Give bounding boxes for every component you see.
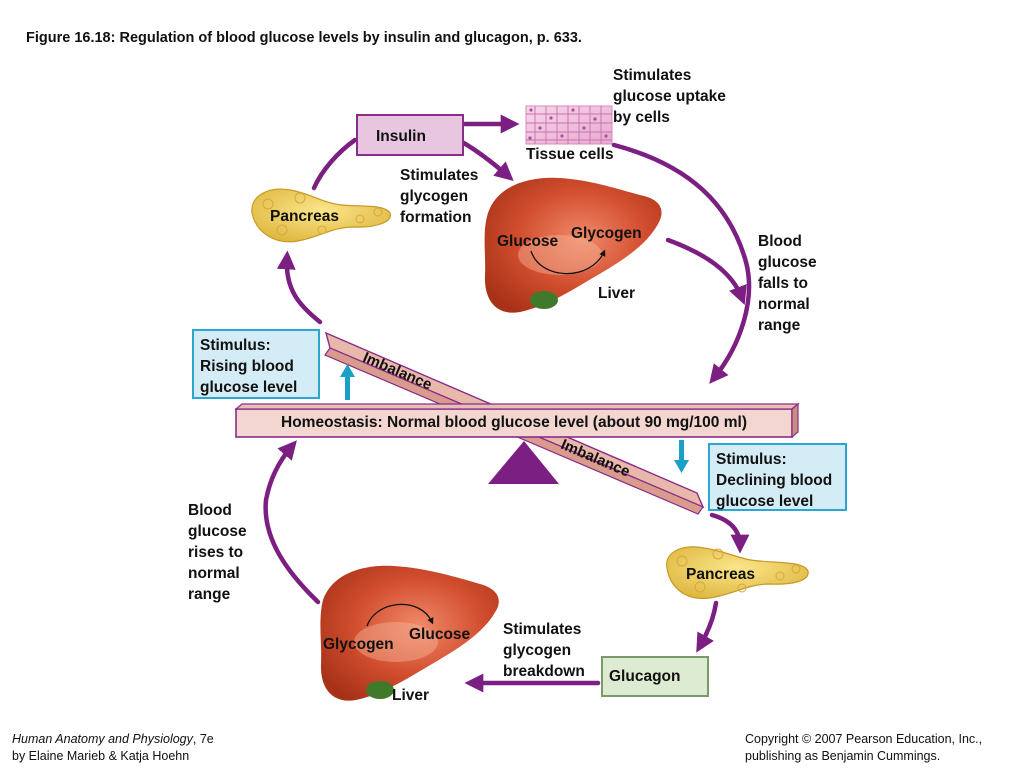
footer-copyright: Copyright © 2007 Pearson Education, Inc.… xyxy=(745,731,982,765)
top-pancreas-illustration xyxy=(251,188,391,243)
uptake-line-2: glucose uptake xyxy=(613,88,726,105)
figure-title: Figure 16.18: Regulation of blood glucos… xyxy=(26,30,582,46)
glucose-rises-label: Blood glucose rises to normal range xyxy=(188,500,247,605)
formation-line-1: Stimulates xyxy=(400,167,479,184)
stimulus-declining-line-1: Stimulus: xyxy=(716,451,787,468)
rises-line-4: normal xyxy=(188,565,240,582)
tissue-to-falls-arrow xyxy=(611,142,752,384)
glucose-falls-label: Blood glucose falls to normal range xyxy=(758,231,817,336)
insulin-label: Insulin xyxy=(376,128,426,145)
homeostasis-bar xyxy=(234,402,800,439)
formation-line-2: glycogen xyxy=(400,188,469,205)
stimulates-breakdown-label: Stimulates glycogen breakdown xyxy=(503,619,585,682)
fulcrum-triangle xyxy=(488,441,559,484)
insulin-to-liver-arrow xyxy=(459,139,514,181)
pancreas-to-insulin-arrow xyxy=(311,137,358,191)
top-liver-illustration xyxy=(484,177,662,313)
bottom-liver-glycogen-label: Glycogen xyxy=(323,636,394,653)
glucagon-label: Glucagon xyxy=(609,668,681,685)
uptake-line-3: by cells xyxy=(613,109,670,126)
bottom-pancreas-label: Pancreas xyxy=(686,566,755,583)
stimulates-uptake-label: Stimulates glucose uptake by cells xyxy=(613,65,726,128)
rises-line-1: Blood xyxy=(188,502,232,519)
stimulus-rising-line-2: Rising blood xyxy=(200,358,294,375)
insulin-box: Insulin xyxy=(356,114,464,156)
book-edition: , 7e xyxy=(192,732,214,746)
stimulus-rising-line-3: glucose level xyxy=(200,379,298,396)
breakdown-line-1: Stimulates xyxy=(503,621,582,638)
tissue-cells-illustration xyxy=(525,105,613,145)
declining-arrow xyxy=(674,440,689,473)
falls-line-5: range xyxy=(758,317,801,334)
bottom-liver-glucose-label: Glucose xyxy=(409,626,471,643)
top-liver-glucose-label: Glucose xyxy=(497,233,559,250)
copyright-line: Copyright © 2007 Pearson Education, Inc.… xyxy=(745,732,983,746)
breakdown-line-3: breakdown xyxy=(503,663,585,680)
stimulates-formation-label: Stimulates glycogen formation xyxy=(400,165,478,228)
stimulus-rising-box: Stimulus: Rising blood glucose level xyxy=(192,329,320,399)
book-title: Human Anatomy and Physiology xyxy=(12,732,193,746)
rises-line-5: range xyxy=(188,586,231,603)
glycogen-to-glucose-arrow xyxy=(366,603,434,627)
homeostasis-label: Homeostasis: Normal blood glucose level … xyxy=(281,414,747,431)
glucose-to-glycogen-arrow xyxy=(530,249,606,275)
rises-line-3: rises to xyxy=(188,544,244,561)
liver-to-falls-arrow xyxy=(665,237,747,306)
bottom-pancreas-illustration xyxy=(666,546,809,600)
tissue-cells-label: Tissue cells xyxy=(526,146,614,163)
uptake-line-1: Stimulates xyxy=(613,67,692,84)
publisher-line: publishing as Benjamin Cummings. xyxy=(745,749,941,763)
falls-line-2: glucose xyxy=(758,254,817,271)
stimulus-declining-box: Stimulus: Declining blood glucose level xyxy=(708,443,847,511)
stimulus-declining-line-3: glucose level xyxy=(716,493,814,510)
footer-book-info: Human Anatomy and Physiology, 7e by Elai… xyxy=(12,731,214,765)
falls-line-1: Blood xyxy=(758,233,802,250)
top-pancreas-label: Pancreas xyxy=(270,208,339,225)
formation-line-3: formation xyxy=(400,209,472,226)
rises-to-homeostasis-arrow xyxy=(263,440,321,605)
glucagon-box: Glucagon xyxy=(601,656,709,697)
pancreas-to-glucagon-arrow xyxy=(696,600,719,653)
stimulus-to-bottom-pancreas-arrow xyxy=(709,512,750,554)
stimulus-to-pancreas-arrow xyxy=(276,250,323,325)
rises-line-2: glucose xyxy=(188,523,247,540)
stimulus-declining-line-2: Declining blood xyxy=(716,472,833,489)
bottom-liver-label: Liver xyxy=(392,687,430,704)
book-authors: by Elaine Marieb & Katja Hoehn xyxy=(12,749,190,763)
bottom-liver-illustration xyxy=(320,565,499,701)
stimulus-rising-line-1: Stimulus: xyxy=(200,337,271,354)
breakdown-line-2: glycogen xyxy=(503,642,572,659)
rising-arrow xyxy=(340,364,355,400)
falls-line-4: normal xyxy=(758,296,810,313)
top-liver-label: Liver xyxy=(598,285,636,302)
top-liver-glycogen-label: Glycogen xyxy=(571,225,642,242)
falls-line-3: falls to xyxy=(758,275,808,292)
